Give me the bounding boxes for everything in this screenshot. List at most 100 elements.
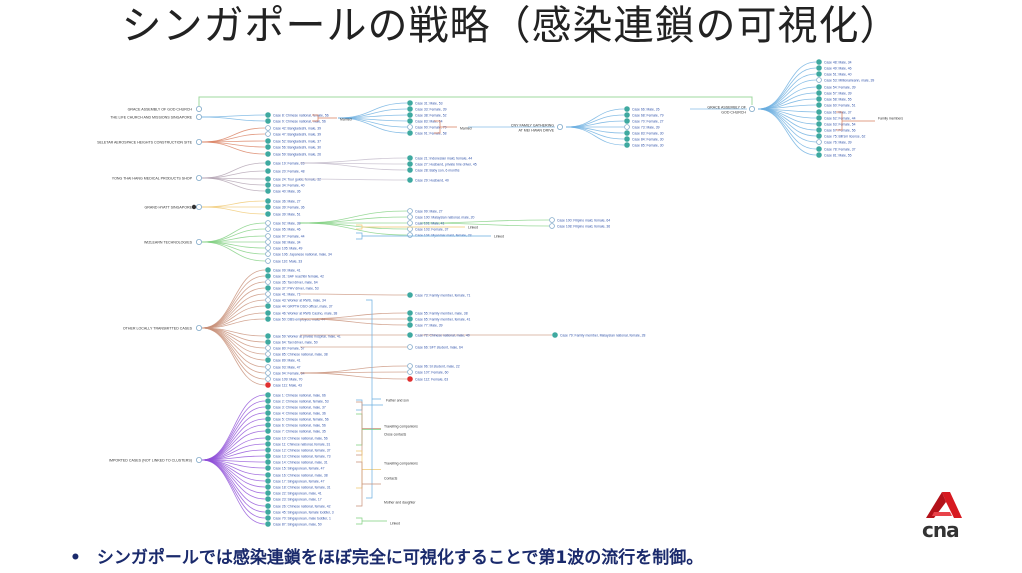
case-node[interactable] xyxy=(265,515,271,521)
case-node[interactable] xyxy=(407,155,413,161)
case-node[interactable] xyxy=(816,71,822,77)
case-node[interactable] xyxy=(549,217,555,223)
case-node[interactable] xyxy=(407,332,413,338)
cluster-node[interactable] xyxy=(195,203,202,210)
case-node[interactable] xyxy=(265,392,271,398)
case-node[interactable] xyxy=(265,357,271,363)
case-node[interactable] xyxy=(265,220,271,226)
case-node[interactable] xyxy=(407,124,413,130)
case-node[interactable] xyxy=(407,363,413,369)
case-node[interactable] xyxy=(816,121,822,127)
case-node[interactable] xyxy=(265,478,271,484)
case-node[interactable] xyxy=(624,136,630,142)
case-node[interactable] xyxy=(265,226,271,232)
case-node[interactable] xyxy=(624,112,630,118)
case-node[interactable] xyxy=(816,146,822,152)
case-node[interactable] xyxy=(407,226,413,232)
case-node[interactable] xyxy=(265,472,271,478)
case-node[interactable] xyxy=(407,232,413,238)
hub-node[interactable] xyxy=(749,106,756,113)
case-node[interactable] xyxy=(407,118,413,124)
case-node[interactable] xyxy=(265,316,271,322)
case-node[interactable] xyxy=(624,124,630,130)
case-node[interactable] xyxy=(265,398,271,404)
case-node[interactable] xyxy=(816,96,822,102)
case-node[interactable] xyxy=(265,459,271,465)
case-node[interactable] xyxy=(265,138,271,144)
case-node[interactable] xyxy=(265,188,271,194)
case-node[interactable] xyxy=(265,297,271,303)
cluster-node[interactable] xyxy=(195,138,202,145)
case-node[interactable] xyxy=(265,435,271,441)
case-node[interactable] xyxy=(265,204,271,210)
case-node[interactable] xyxy=(265,521,271,527)
case-node[interactable] xyxy=(624,130,630,136)
case-node[interactable] xyxy=(265,176,271,182)
case-node[interactable] xyxy=(407,369,413,375)
case-node[interactable] xyxy=(265,211,271,217)
case-node[interactable] xyxy=(265,447,271,453)
case-node[interactable] xyxy=(407,167,413,173)
case-node[interactable] xyxy=(816,102,822,108)
cluster-node[interactable] xyxy=(195,114,202,121)
case-node[interactable] xyxy=(407,177,413,183)
case-node[interactable] xyxy=(407,322,413,328)
case-node[interactable] xyxy=(624,142,630,148)
case-node[interactable] xyxy=(265,370,271,376)
case-node[interactable] xyxy=(265,484,271,490)
case-node[interactable] xyxy=(265,285,271,291)
case-node[interactable] xyxy=(265,490,271,496)
case-node[interactable] xyxy=(407,112,413,118)
case-node[interactable] xyxy=(265,273,271,279)
case-node[interactable] xyxy=(816,139,822,145)
case-node[interactable] xyxy=(265,465,271,471)
case-node[interactable] xyxy=(816,127,822,133)
case-node[interactable] xyxy=(407,316,413,322)
case-node[interactable] xyxy=(816,77,822,83)
case-node[interactable] xyxy=(265,112,271,118)
case-node[interactable] xyxy=(265,131,271,137)
cluster-node[interactable] xyxy=(195,106,202,113)
case-node[interactable] xyxy=(265,151,271,157)
case-node[interactable] xyxy=(265,310,271,316)
case-node[interactable] xyxy=(816,115,822,121)
case-node[interactable] xyxy=(265,182,271,188)
case-node[interactable] xyxy=(265,279,271,285)
case-node[interactable] xyxy=(265,404,271,410)
case-node[interactable] xyxy=(407,100,413,106)
case-node[interactable] xyxy=(407,130,413,136)
case-node[interactable] xyxy=(265,303,271,309)
case-node[interactable] xyxy=(624,106,630,112)
case-node[interactable] xyxy=(265,339,271,345)
case-node[interactable] xyxy=(816,109,822,115)
case-node[interactable] xyxy=(265,239,271,245)
case-node[interactable] xyxy=(407,344,413,350)
cluster-node[interactable] xyxy=(195,174,202,181)
hub-node[interactable] xyxy=(557,124,564,131)
case-node[interactable] xyxy=(265,198,271,204)
case-node[interactable] xyxy=(552,332,558,338)
case-node[interactable] xyxy=(816,152,822,158)
case-node[interactable] xyxy=(816,90,822,96)
case-node[interactable] xyxy=(265,118,271,124)
case-node[interactable] xyxy=(816,65,822,71)
case-node[interactable] xyxy=(265,422,271,428)
case-node[interactable] xyxy=(265,410,271,416)
case-node[interactable] xyxy=(816,59,822,65)
case-node[interactable] xyxy=(265,496,271,502)
cluster-node[interactable] xyxy=(195,238,202,245)
case-node[interactable] xyxy=(816,133,822,139)
case-node[interactable] xyxy=(265,251,271,257)
case-node[interactable] xyxy=(265,267,271,273)
case-node[interactable] xyxy=(265,441,271,447)
case-node[interactable] xyxy=(265,364,271,370)
case-node[interactable] xyxy=(407,208,413,214)
case-node[interactable] xyxy=(265,291,271,297)
case-node[interactable] xyxy=(265,258,271,264)
case-node[interactable] xyxy=(265,503,271,509)
cluster-node[interactable] xyxy=(195,324,202,331)
case-node[interactable] xyxy=(265,509,271,515)
case-node[interactable] xyxy=(407,310,413,316)
case-node[interactable] xyxy=(265,160,271,166)
case-node[interactable] xyxy=(265,333,271,339)
